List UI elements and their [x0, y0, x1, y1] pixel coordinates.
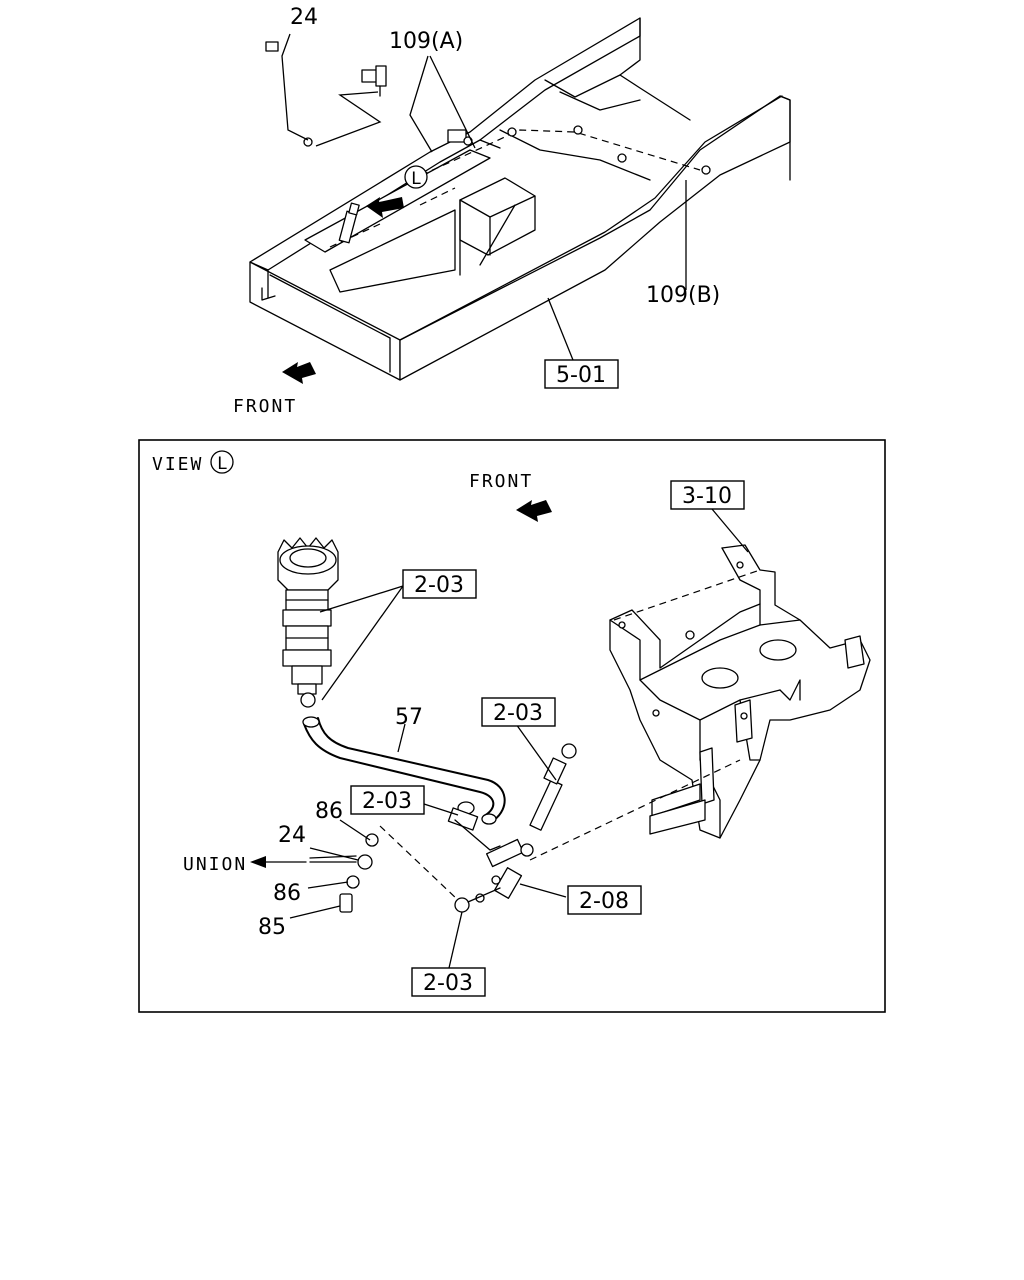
mounting-bracket [609, 544, 871, 839]
front-arrow-view-icon [516, 500, 552, 522]
chassis-frame [249, 17, 791, 381]
callout-86-upper: 86 [315, 799, 343, 824]
callout-24-top: 24 [290, 5, 318, 30]
ref-box-2-03-d-frame [411, 967, 486, 997]
ref-box-2-08-frame [567, 885, 642, 915]
ref-box-3-10: 3-10 [682, 484, 732, 509]
ref-box-2-03-a-frame [402, 569, 477, 599]
union-arrow-icon [250, 856, 266, 868]
ref-box-2-03-a: 2-03 [414, 573, 464, 598]
ref-box-2-08: 2-08 [579, 889, 629, 914]
ref-box-2-03-b-frame [481, 697, 556, 727]
hose-57 [302, 716, 506, 825]
view-l-frame [138, 439, 886, 1013]
ref-box-2-03-d: 2-03 [423, 971, 473, 996]
flow-arrow-icon [366, 197, 404, 218]
top-leaders [281, 33, 687, 366]
ref-box-5-01: 5-01 [556, 363, 606, 388]
ref-box-3-10-frame [670, 480, 745, 510]
callout-57: 57 [395, 705, 423, 730]
ref-box-2-03-b: 2-03 [493, 701, 543, 726]
view-marker-l: L [404, 165, 428, 189]
front-label-top: FRONT [233, 396, 297, 417]
callout-109a: 109(A) [389, 29, 463, 54]
front-label-view: FRONT [469, 471, 533, 492]
view-marker-circle [210, 450, 234, 474]
svg-text:L: L [411, 169, 421, 189]
ref-box-2-03-c: 2-03 [362, 789, 412, 814]
callout-85: 85 [258, 915, 286, 940]
view-leaders [289, 508, 749, 969]
view-marker: L [217, 454, 227, 474]
fuel-filter [277, 537, 339, 708]
callout-109b: 109(B) [646, 283, 720, 308]
callout-86-lower: 86 [273, 881, 301, 906]
bracket-dash-line [613, 569, 761, 621]
front-arrow-icon [282, 362, 316, 384]
view-title: VIEW [152, 454, 203, 475]
callout-24-view: 24 [278, 823, 306, 848]
ref-box-2-03-c-frame [350, 785, 425, 815]
ref-box-5-01-frame [544, 359, 619, 389]
fuel-fittings [250, 743, 577, 913]
union-label: UNION [183, 854, 247, 875]
mount-dash-line [529, 759, 741, 861]
